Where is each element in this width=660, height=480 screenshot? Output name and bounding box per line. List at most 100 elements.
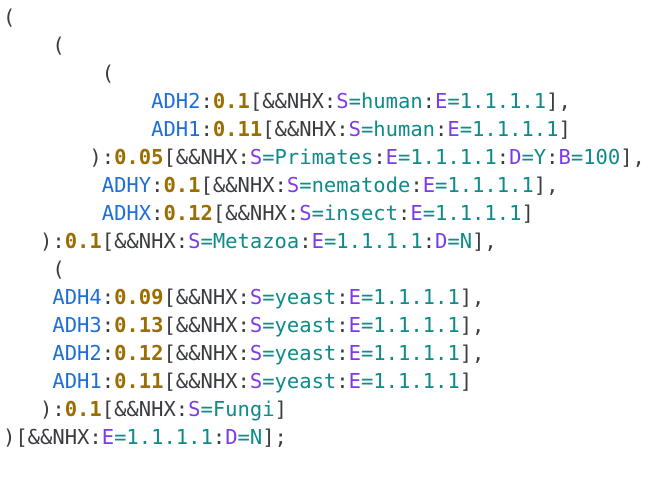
code-token-k: E [385, 145, 398, 169]
code-token-p: ], [459, 285, 485, 309]
code-token-n: ADHX [101, 201, 152, 225]
code-token-p: [&&NHX: [163, 313, 250, 337]
code-token-p: ): [3, 397, 65, 421]
code-token-b: 0.11 [114, 369, 164, 393]
code-token-n: ADH2 [52, 341, 102, 365]
code-token-k: S [336, 89, 349, 113]
code-token-v: =human [360, 117, 436, 141]
code-token-k: E [447, 117, 460, 141]
code-token-p: [&&NHX: [249, 89, 337, 113]
code-token-p: ( [3, 257, 65, 281]
code-token-p: [&&NHX: [163, 285, 250, 309]
code-token-v: =1.1.1.1 [435, 173, 534, 197]
code-token-p: : [212, 425, 226, 449]
code-token-k: S [299, 201, 312, 225]
code-token-p: ], [459, 341, 485, 365]
code-token-k: E [348, 369, 361, 393]
code-token-k: E [410, 201, 423, 225]
code-token-v: =Fungi [200, 397, 275, 421]
code-token-p: ], [546, 89, 571, 113]
code-token-p [3, 117, 151, 141]
code-token-k: E [422, 173, 436, 197]
code-token-p [3, 369, 52, 393]
code-token-p: : [336, 285, 349, 309]
code-line: ( [3, 255, 660, 283]
code-token-p: ] [274, 397, 287, 421]
code-line: ADH1:0.11[&&NHX:S=human:E=1.1.1.1] [3, 115, 660, 143]
code-token-p: ], [459, 313, 485, 337]
code-token-k: D [225, 425, 238, 449]
code-token-p: : [373, 145, 386, 169]
code-token-p: ] [558, 117, 571, 141]
code-line: ADH2:0.1[&&NHX:S=human:E=1.1.1.1], [3, 87, 660, 115]
code-token-p: : [336, 313, 349, 337]
code-token-v: =Metazoa [200, 229, 300, 253]
code-line: ADH1:0.11[&&NHX:S=yeast:E=1.1.1.1] [3, 367, 660, 395]
code-token-b: 0.1 [163, 173, 201, 197]
code-token-v: =yeast [262, 341, 337, 365]
code-token-k: S [249, 313, 263, 337]
code-line: ADH3:0.13[&&NHX:S=yeast:E=1.1.1.1], [3, 311, 660, 339]
code-token-v: =yeast [262, 369, 337, 393]
code-token-p: [&&NHX: [101, 397, 189, 421]
code-token-p: : [422, 229, 436, 253]
code-token-p [3, 285, 52, 309]
code-token-v: =1.1.1.1 [447, 89, 547, 113]
code-token-b: 0.11 [212, 117, 263, 141]
code-token-b: 0.1 [64, 397, 102, 421]
code-token-k: S [249, 369, 263, 393]
code-token-k: E [101, 425, 115, 449]
code-token-k: E [348, 313, 361, 337]
code-token-p: ]; [262, 425, 287, 449]
code-token-p [3, 201, 102, 225]
code-token-k: S [249, 341, 263, 365]
code-token-p: ): [3, 145, 115, 169]
code-token-n: ADH4 [52, 285, 102, 309]
code-token-p: [&&NHX: [101, 229, 189, 253]
code-line: ADH4:0.09[&&NHX:S=yeast:E=1.1.1.1], [3, 283, 660, 311]
code-token-k: E [348, 341, 361, 365]
code-line: ):0.1[&&NHX:S=Metazoa:E=1.1.1.1:D=N], [3, 227, 660, 255]
code-token-k: D [435, 229, 448, 253]
code-token-p: ], [620, 145, 645, 169]
code-token-k: S [286, 173, 300, 197]
code-token-p: [&&NHX: [163, 369, 250, 393]
code-token-p: : [151, 201, 164, 225]
code-token-k: B [558, 145, 571, 169]
code-token-v: =1.1.1.1 [323, 229, 423, 253]
code-token-v: =1.1.1.1 [114, 425, 213, 449]
code-token-b: 0.09 [114, 285, 164, 309]
code-token-p: : [151, 173, 164, 197]
code-token-p: : [398, 201, 411, 225]
code-token-b: 0.1 [64, 229, 102, 253]
code-token-p [3, 313, 52, 337]
code-token-p: )[&&NHX: [3, 425, 102, 449]
code-token-k: D [509, 145, 522, 169]
code-token-p: : [101, 369, 115, 393]
code-token-p: ( [3, 5, 16, 29]
code-token-p: : [101, 313, 115, 337]
code-token-p: [&&NHX: [163, 145, 250, 169]
code-token-p: : [101, 285, 115, 309]
code-token-v: =nematode [299, 173, 411, 197]
code-token-v: =1.1.1.1 [360, 341, 460, 365]
code-token-k: E [311, 229, 324, 253]
code-token-k: S [188, 229, 201, 253]
code-token-p: ): [3, 229, 65, 253]
code-token-v: =yeast [262, 285, 337, 309]
code-token-n: ADH1 [52, 369, 102, 393]
code-token-v: =1.1.1.1 [459, 117, 559, 141]
code-line: )[&&NHX:E=1.1.1.1:D=N]; [3, 423, 660, 451]
code-token-p: ], [533, 173, 559, 197]
code-token-b: 0.12 [163, 201, 213, 225]
code-token-v: =1.1.1.1 [360, 285, 460, 309]
code-token-k: S [249, 285, 263, 309]
code-line: ):0.05[&&NHX:S=Primates:E=1.1.1.1:D=Y:B=… [3, 143, 660, 171]
code-token-k: E [435, 89, 448, 113]
code-token-v: =N [237, 425, 263, 449]
code-token-v: =1.1.1.1 [422, 201, 522, 225]
code-token-p: [&&NHX: [212, 201, 300, 225]
code-token-p: : [101, 341, 115, 365]
code-token-v: =100 [570, 145, 621, 169]
code-token-p: : [546, 145, 559, 169]
